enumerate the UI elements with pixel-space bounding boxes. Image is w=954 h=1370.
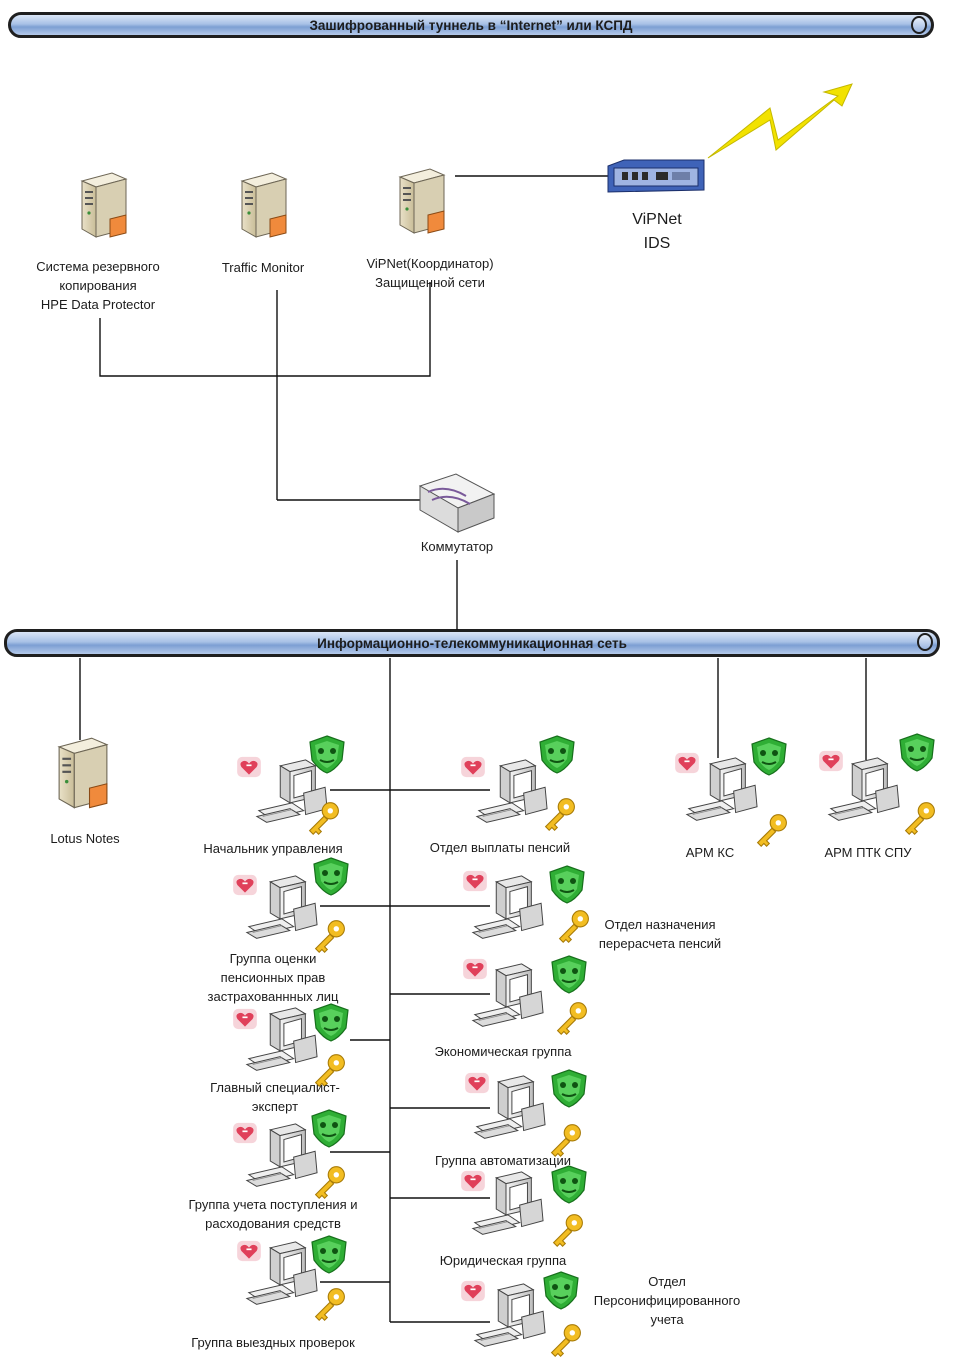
workstation-left-4-label: Группа учета поступления и расходования …: [188, 1197, 358, 1231]
workstation-right-6-label: Отдел Персонифицированного учета: [593, 1274, 741, 1327]
traffic-monitor-server-icon: [241, 172, 287, 238]
tunnel-label: Зашифрованный туннель в “Internet” или К…: [309, 17, 633, 33]
workstation-left-5: [237, 1234, 348, 1321]
lightning-icon: [700, 70, 860, 160]
workstation-right-6: [461, 1270, 581, 1357]
vipnet-coordinator-server-icon: [399, 168, 445, 234]
workstation-left-3-label: Главный специалист- эксперт: [210, 1080, 340, 1114]
switch-label: Коммутатор: [420, 539, 494, 554]
information-network-bus: Информационно-телекоммуникационная сеть: [4, 629, 940, 657]
workstation-arm-ptk-spu-label: АРМ ПТК СПУ: [824, 845, 912, 860]
workstation-right-3: [463, 954, 588, 1035]
workstation-right-5-label: Юридическая группа: [439, 1253, 567, 1268]
backup-server-icon: [81, 172, 127, 238]
workstation-left-1-label: Начальник управления: [203, 841, 343, 856]
workstation-right-2-label: Отдел назначения перерасчета пенсий: [598, 917, 722, 951]
workstation-left-2-label: Группа оценки пенсионных прав застрахова…: [207, 951, 339, 1004]
encrypted-tunnel-pipe: Зашифрованный туннель в “Internet” или К…: [8, 12, 934, 38]
upper-wires: [99, 175, 608, 630]
workstation-right-3-label: Экономическая группа: [434, 1044, 572, 1059]
lotus-notes-label: Lotus Notes: [50, 831, 120, 846]
workstation-right-1-label: Отдел выплаты пенсий: [429, 840, 571, 855]
traffic-monitor-label: Traffic Monitor: [221, 260, 305, 275]
pipe-end-cap: [917, 633, 933, 651]
workstation-arm-ks: [675, 736, 788, 847]
workstation-arm-ptk-spu: [819, 732, 936, 835]
lower-wires: [79, 658, 867, 1323]
workstation-right-2: [463, 864, 589, 943]
workstation-left-4: [233, 1108, 348, 1199]
ids-appliance-icon: [607, 159, 705, 193]
lotus-notes-server-icon: [58, 737, 108, 809]
bus-label: Информационно-телекоммуникационная сеть: [317, 635, 627, 651]
workstation-right-5: [461, 1164, 588, 1247]
workstation-left-2: [233, 856, 350, 953]
workstation-right-1: [461, 734, 576, 831]
workstation-right-4: [465, 1068, 588, 1157]
workstation-arm-ks-label: АРМ КС: [685, 845, 735, 860]
workstation-left-3: [233, 1002, 350, 1087]
workstation-left-1: [237, 734, 346, 835]
switch-icon: [418, 473, 496, 533]
workstation-left-5-label: Группа выездных проверок: [191, 1335, 355, 1350]
backup-server-label: Система резервного копирования HPE Data …: [36, 259, 160, 312]
ipnet-ids-label: ViPNet IDS: [632, 211, 682, 252]
vipnet-coordinator-label: ViPNet(Координатор) Защищенной сети: [366, 256, 494, 290]
workstation-right-4-label: Группа автоматизации: [435, 1153, 571, 1168]
pipe-end-cap: [911, 16, 927, 34]
